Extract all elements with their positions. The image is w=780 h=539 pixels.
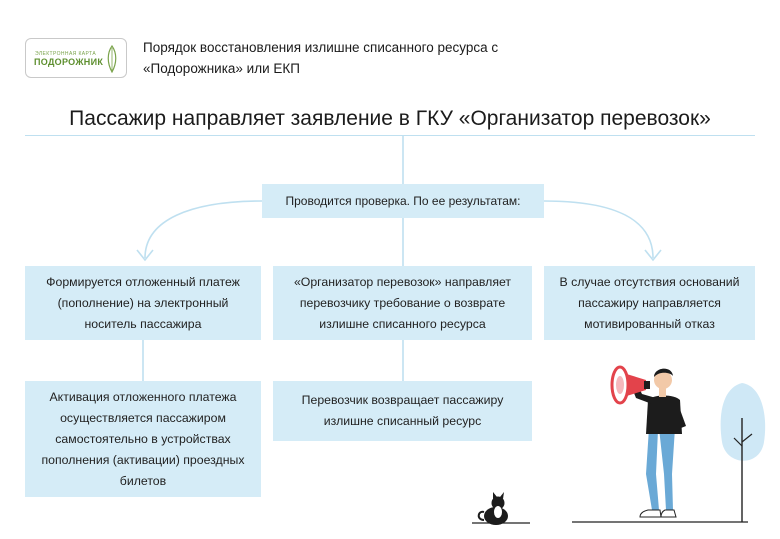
logo-main-text: ПОДОРОЖНИК [34,57,104,67]
illustration [472,365,766,525]
cat-figure [477,492,508,525]
connector-arc-left [144,200,263,259]
megaphone-icon [610,365,650,405]
connector-arc-right [543,200,654,259]
outcome-refusal-text: В случае отсутствия оснований пассажиру … [559,274,740,331]
arrowhead-right [644,249,662,262]
outcome-deferred-payment-text: Формируется отложенный платеж (пополнени… [46,274,240,331]
main-title: Пассажир направляет заявление в ГКУ «Орг… [69,107,711,130]
person-figure [632,368,686,518]
leaf-icon [107,45,117,73]
check-text: Проводится проверка. По ее результатам: [285,193,521,208]
podorozhnik-logo: ЭЛЕКТРОННАЯ КАРТА ПОДОРОЖНИК [25,38,127,78]
title-divider [25,135,755,136]
check-box: Проводится проверка. По ее результатам: [262,184,544,218]
step-activation-text: Активация отложенного платежа осуществля… [41,389,245,488]
arrowhead-left [136,249,154,262]
page-header-title: Порядок восстановления излишне списанног… [143,40,499,76]
step-carrier-refund-box: Перевозчик возвращает пассажиру излишне … [273,381,532,441]
tree-figure [720,383,766,522]
outcome-deferred-payment-box: Формируется отложенный платеж (пополнени… [25,266,261,340]
outcome-carrier-request-box: «Организатор перевозок» направляет перев… [273,266,532,340]
outcome-carrier-request-text: «Организатор перевозок» направляет перев… [293,274,512,331]
step-activation-box: Активация отложенного платежа осуществля… [25,381,261,497]
outcome-refusal-box: В случае отсутствия оснований пассажиру … [544,266,755,340]
logo-top-text: ЭЛЕКТРОННАЯ КАРТА [35,51,97,57]
step-carrier-refund-text: Перевозчик возвращает пассажиру излишне … [301,393,504,428]
